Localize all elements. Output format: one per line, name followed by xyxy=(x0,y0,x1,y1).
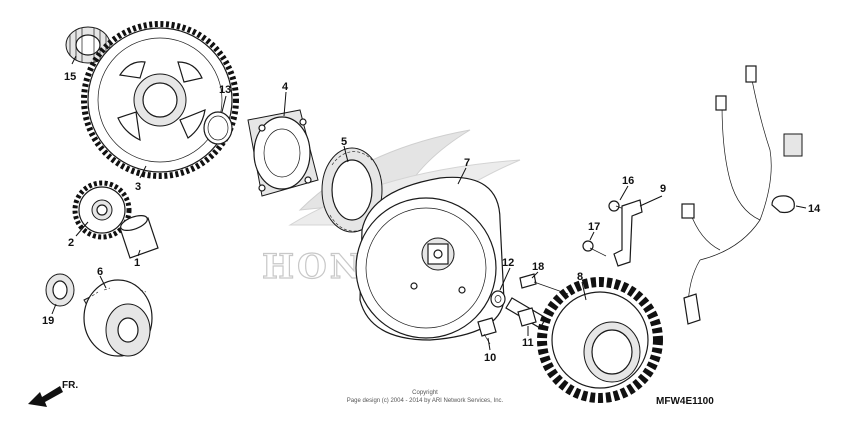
part-12-washer xyxy=(490,290,506,308)
front-direction-arrow: FR. xyxy=(28,380,78,407)
part-6-clutch-assembly xyxy=(83,279,153,357)
part-1-shaft xyxy=(119,215,159,259)
label-8: 8 xyxy=(577,271,583,283)
label-13: 13 xyxy=(219,84,231,96)
leader-lines xyxy=(51,55,807,351)
part-11-flywheel-bolt xyxy=(505,297,547,329)
copyright-heading: Copyright xyxy=(412,390,438,396)
label-18: 18 xyxy=(532,261,544,273)
part-2-reduction-gear xyxy=(72,180,132,240)
label-3: 3 xyxy=(135,181,141,193)
label-19: 19 xyxy=(42,315,54,327)
label-17: 17 xyxy=(588,221,600,233)
part-4-one-way-clutch-outer xyxy=(247,109,319,197)
part-5-one-way-clutch xyxy=(321,147,383,233)
label-9: 9 xyxy=(660,183,666,195)
part-10-bolt xyxy=(477,317,497,345)
part-9-bracket xyxy=(613,199,643,267)
wiring-harness xyxy=(681,65,803,325)
label-12: 12 xyxy=(502,257,514,269)
label-6: 6 xyxy=(97,266,103,278)
label-2: 2 xyxy=(68,237,74,249)
part-17-bolt xyxy=(582,240,607,257)
part-7-flywheel xyxy=(355,176,505,341)
label-5: 5 xyxy=(341,136,347,148)
label-15: 15 xyxy=(64,71,76,83)
label-16: 16 xyxy=(622,175,634,187)
part-labels: 15 3 13 4 5 7 2 1 6 19 10 11 12 18 8 16 … xyxy=(42,71,821,364)
part-19-bearing xyxy=(45,273,75,307)
part-13-o-ring xyxy=(203,111,233,145)
part-3-starter-driven-gear xyxy=(81,21,239,179)
label-11: 11 xyxy=(522,337,534,349)
label-10: 10 xyxy=(484,352,496,364)
part-8-stator xyxy=(537,277,663,403)
diagram-code: MFW4E1100 xyxy=(656,396,714,407)
label-4: 4 xyxy=(282,81,289,93)
front-direction-label: FR. xyxy=(62,380,78,391)
part-14-clip xyxy=(771,195,795,214)
label-1: 1 xyxy=(134,257,140,269)
label-7: 7 xyxy=(464,157,470,169)
label-14: 14 xyxy=(808,203,821,215)
copyright-text: Page design (c) 2004 - 2014 by ARI Netwo… xyxy=(347,398,504,404)
